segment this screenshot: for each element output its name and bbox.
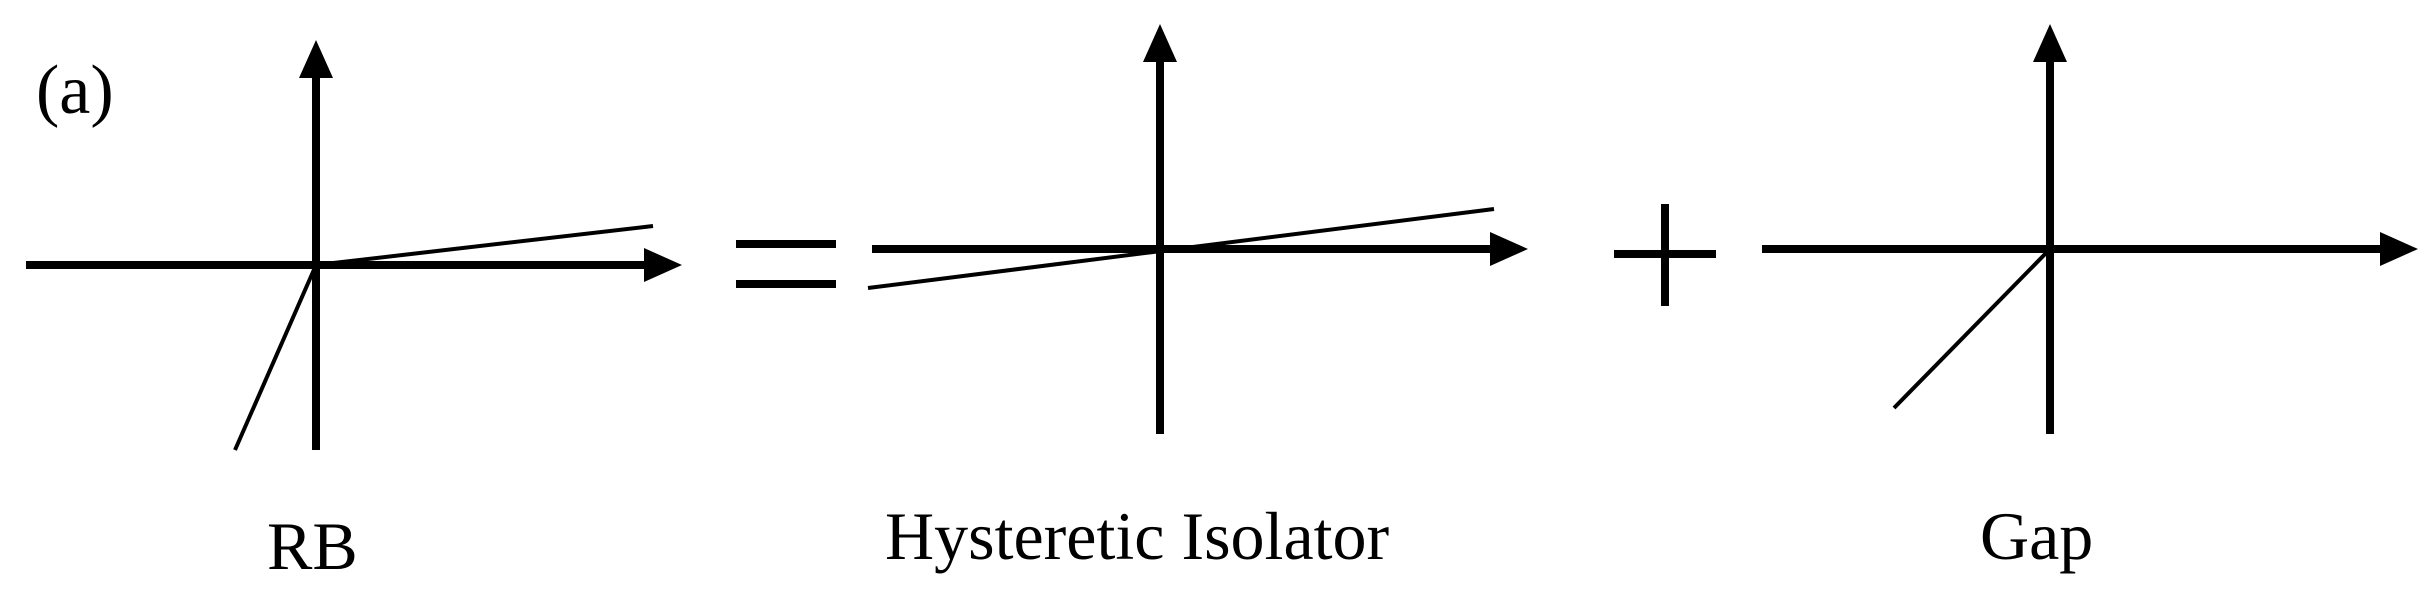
- rb-y-arrowhead: [299, 40, 333, 78]
- equals-sign: [736, 240, 836, 288]
- rb-x-arrowhead: [644, 248, 682, 282]
- hysteretic-isolator-diagram: [867, 24, 1528, 434]
- gap-diagram: [1762, 24, 2418, 434]
- plus-sign: [1614, 204, 1716, 306]
- rb-diagram: [26, 40, 682, 451]
- hi-stiffness-line: [867, 207, 1495, 290]
- rb-label: RB: [267, 508, 358, 584]
- hi-x-arrowhead: [1490, 232, 1528, 266]
- gap-contact-branch: [1892, 247, 2052, 410]
- gap-y-arrowhead: [2033, 24, 2067, 62]
- panel-tag: (a): [36, 52, 114, 129]
- rb-stiff-branch: [233, 264, 318, 451]
- gap-label: Gap: [1980, 498, 2094, 574]
- hysteretic-isolator-label: Hysteretic Isolator: [885, 498, 1390, 574]
- rb-post-gap-branch: [315, 224, 654, 267]
- gap-x-arrowhead: [2380, 232, 2418, 266]
- hi-y-arrowhead: [1143, 24, 1177, 62]
